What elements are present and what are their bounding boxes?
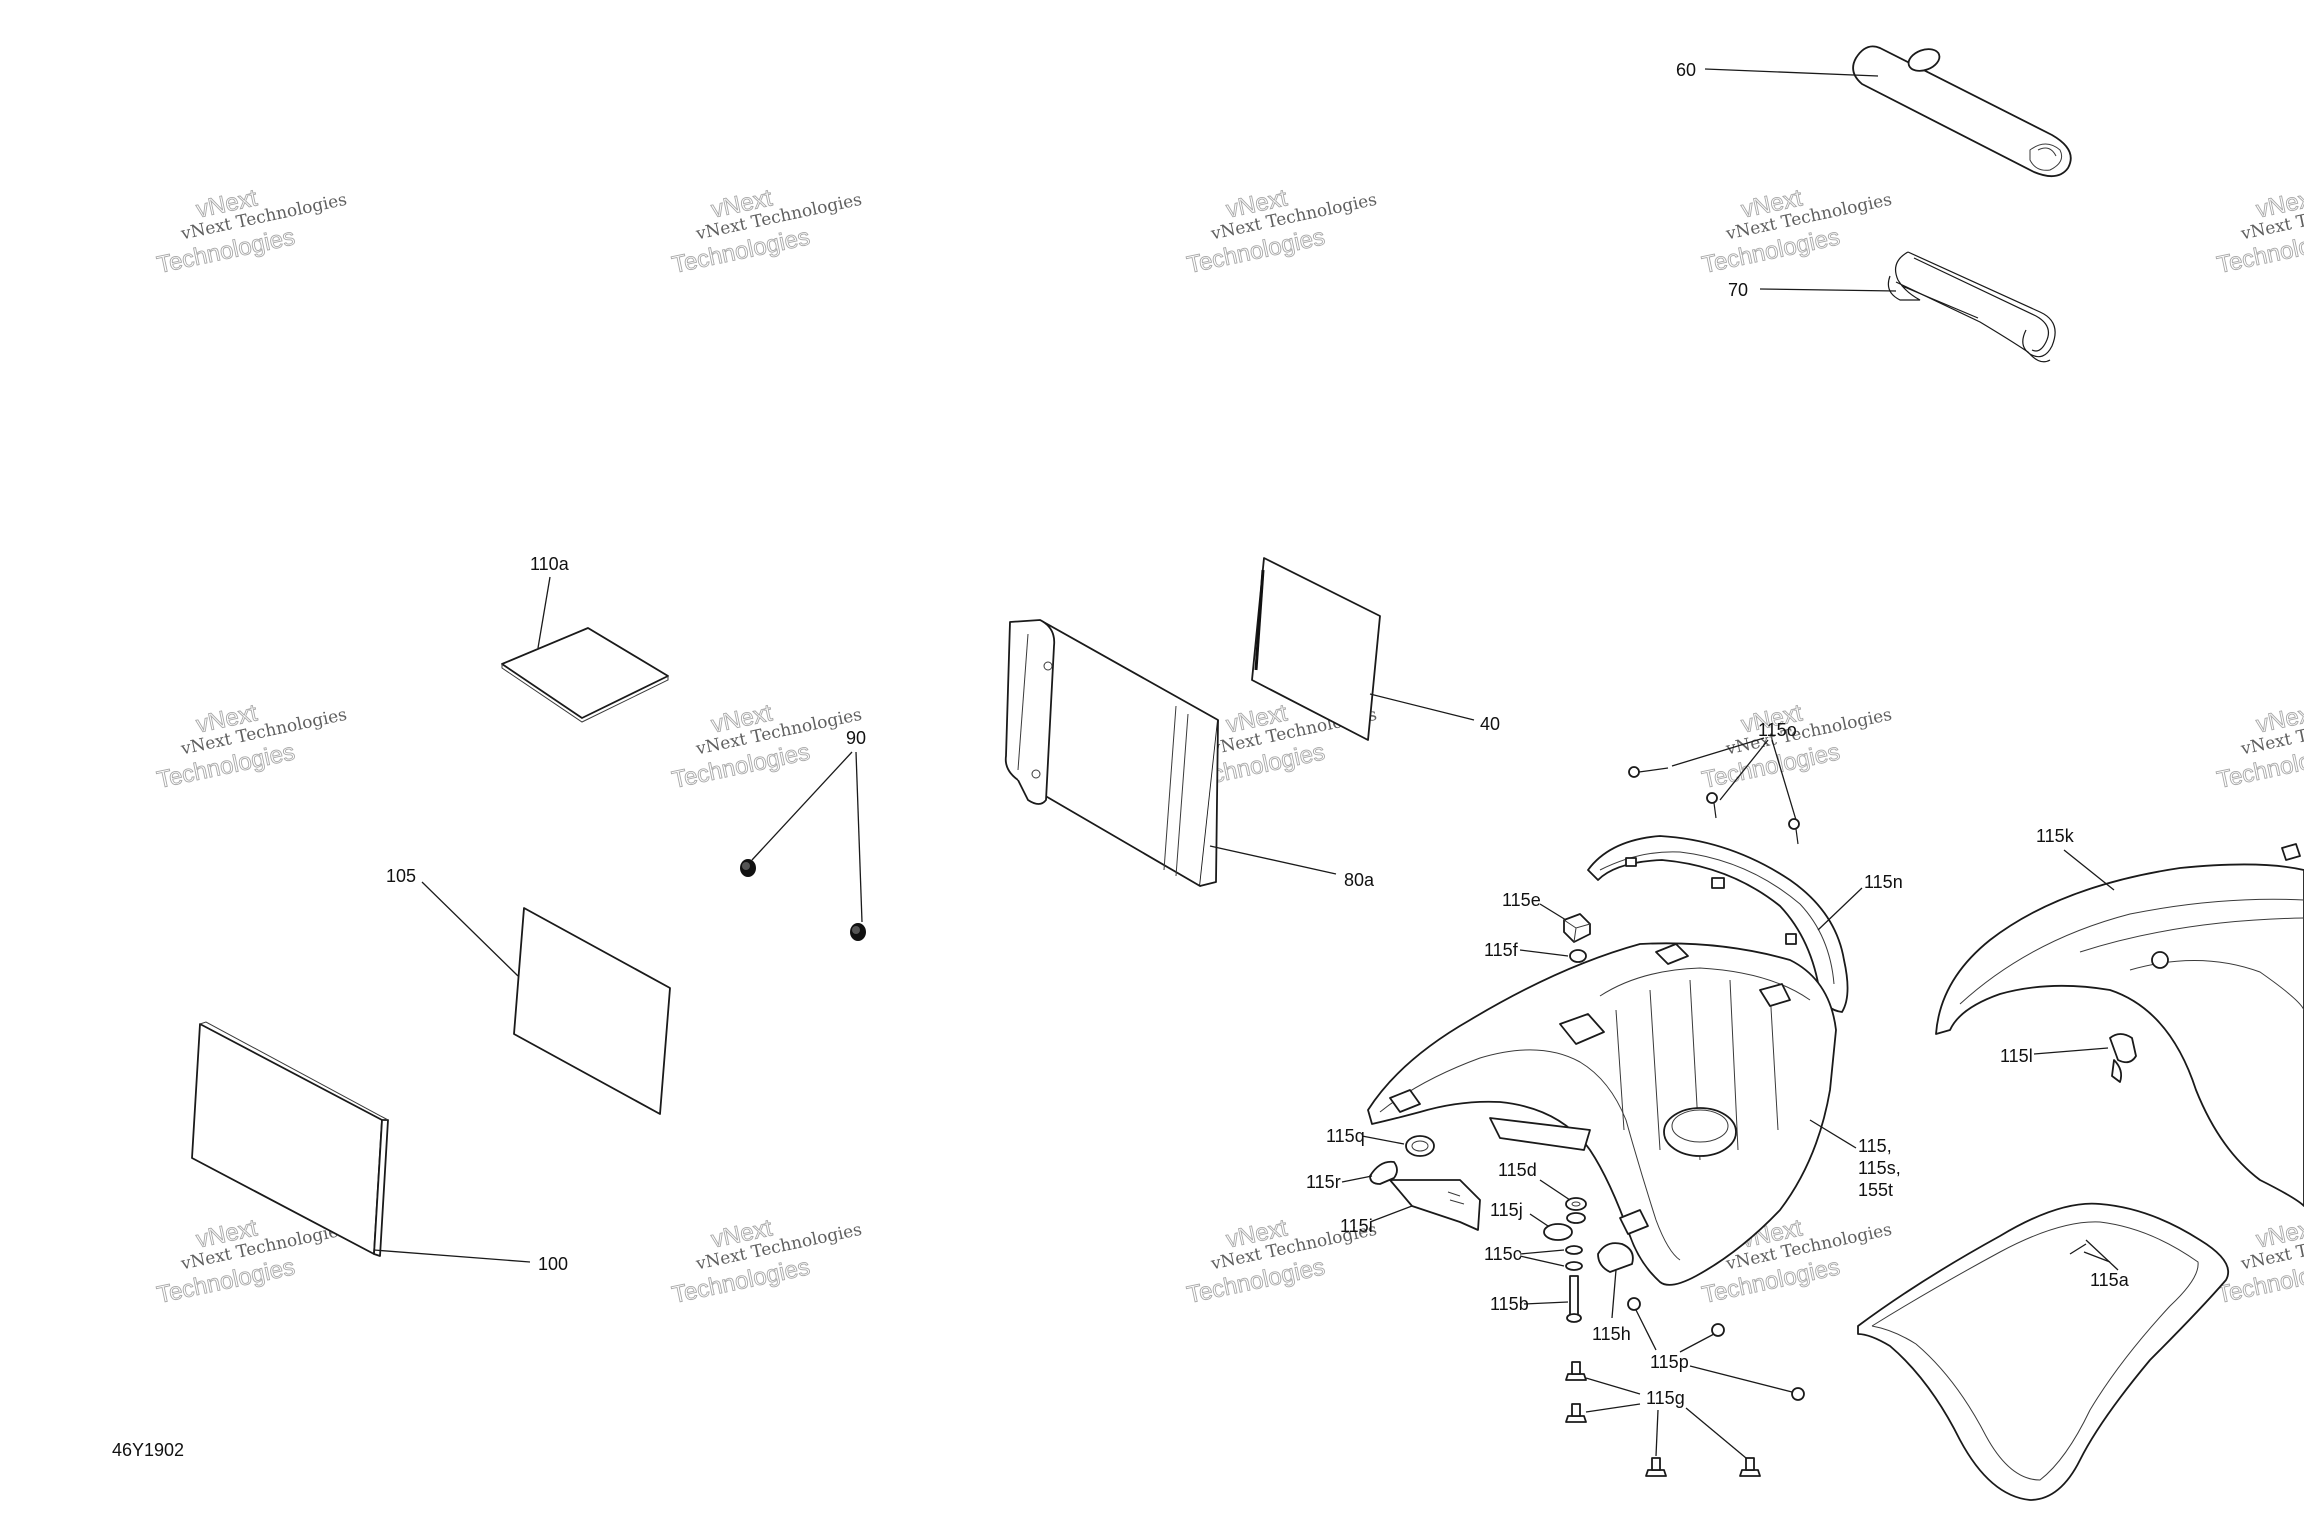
callout-115o: 115o [1758,720,1797,740]
part-115p-nuts: 115p [1627,1297,1805,1401]
part-115c-washers: 115c [1484,1244,1583,1271]
watermark: vNext vNext Technologies Technologies [669,184,864,280]
part-40-sheet: 40 [1251,557,1500,741]
callout-115a: 115a [2090,1270,2130,1290]
callout-115k: 115k [2036,826,2075,846]
part-100-board: 100 [191,1021,568,1274]
callout-105: 105 [386,866,416,886]
part-115i-lid-plate: 115i [1340,1179,1481,1236]
part-115e-clip: 115e [1502,890,1591,943]
part-80a-folder: 80a [1004,619,1375,890]
part-115g-feet: 115g [1565,1361,1761,1477]
part-115h-plug: 115h [1592,1242,1634,1344]
part-110a-pad: 110a [501,554,669,723]
watermark: vNext vNext Technologies Technologies [669,1214,864,1310]
part-115f-cap: 115f [1484,940,1587,963]
callout-155t: 155t [1858,1180,1893,1200]
diagram-reference-code: 46Y1902 [112,1440,184,1460]
watermark: vNext vNext Technologies Technologies [154,699,349,795]
callout-115j: 115j [1490,1200,1523,1220]
part-60-rolled-cover: 60 [1676,45,2072,178]
callout-40: 40 [1480,714,1500,734]
watermark: vNext vNext Technologies Technologies [2214,184,2304,280]
callout-115l: 115l [2000,1046,2033,1066]
part-105-panel: 105 [386,866,671,1115]
part-115n-trim-strip: 115n [1587,835,1903,1013]
watermark: vNext vNext Technologies Technologies [1699,184,1894,280]
callout-115q: 115q [1326,1126,1365,1146]
part-115k-lid: 115k [1935,826,2304,1207]
callout-115p: 115p [1650,1352,1689,1372]
part-70-wire-holder: 70 [1728,251,2056,363]
callout-115h: 115h [1592,1324,1631,1344]
watermark-grid: vNext vNext Technologies Technologies vN… [154,184,2304,1310]
callout-115f: 115f [1484,940,1519,960]
callout-115c: 115c [1484,1244,1522,1264]
callout-115b: 115b [1490,1294,1529,1314]
part-115r-latch: 115r [1306,1160,1398,1192]
callout-115n: 115n [1864,872,1903,892]
part-115q-ring: 115q [1326,1126,1435,1157]
watermark: vNext vNext Technologies Technologies [669,699,864,795]
callout-110a: 110a [530,554,570,574]
part-115b-bolt: 115b [1490,1275,1582,1323]
part-115l-lock: 115l [2000,1033,2137,1083]
callout-100: 100 [538,1254,568,1274]
callout-115s: 115s, [1858,1158,1901,1178]
callout-70: 70 [1728,280,1748,300]
callout-115e: 115e [1502,890,1541,910]
part-115o-screws: 115o [1628,720,1800,845]
part-115j-plate: 115j [1490,1200,1573,1241]
callout-115g: 115g [1646,1388,1685,1408]
callout-115: 115, [1858,1136,1892,1156]
callout-80a: 80a [1344,870,1375,890]
watermark: vNext vNext Technologies Technologies [1184,184,1379,280]
part-115-storage-tub: 115, 115s, 155t [1367,942,1901,1286]
callout-115i: 115i [1340,1216,1373,1236]
watermark: vNext vNext Technologies Technologies [154,184,349,280]
callout-60: 60 [1676,60,1696,80]
callout-115d: 115d [1498,1160,1537,1180]
callout-90: 90 [846,728,866,748]
watermark: vNext vNext Technologies Technologies [1184,1214,1379,1310]
part-115d-washer: 115d [1498,1160,1587,1224]
watermark: vNext vNext Technologies Technologies [2214,1214,2304,1310]
watermark: vNext vNext Technologies Technologies [2214,699,2304,795]
callout-115r: 115r [1306,1172,1341,1192]
part-115a-seal: 115a [1857,1202,2230,1501]
part-90-grommets: 90 [740,728,866,941]
